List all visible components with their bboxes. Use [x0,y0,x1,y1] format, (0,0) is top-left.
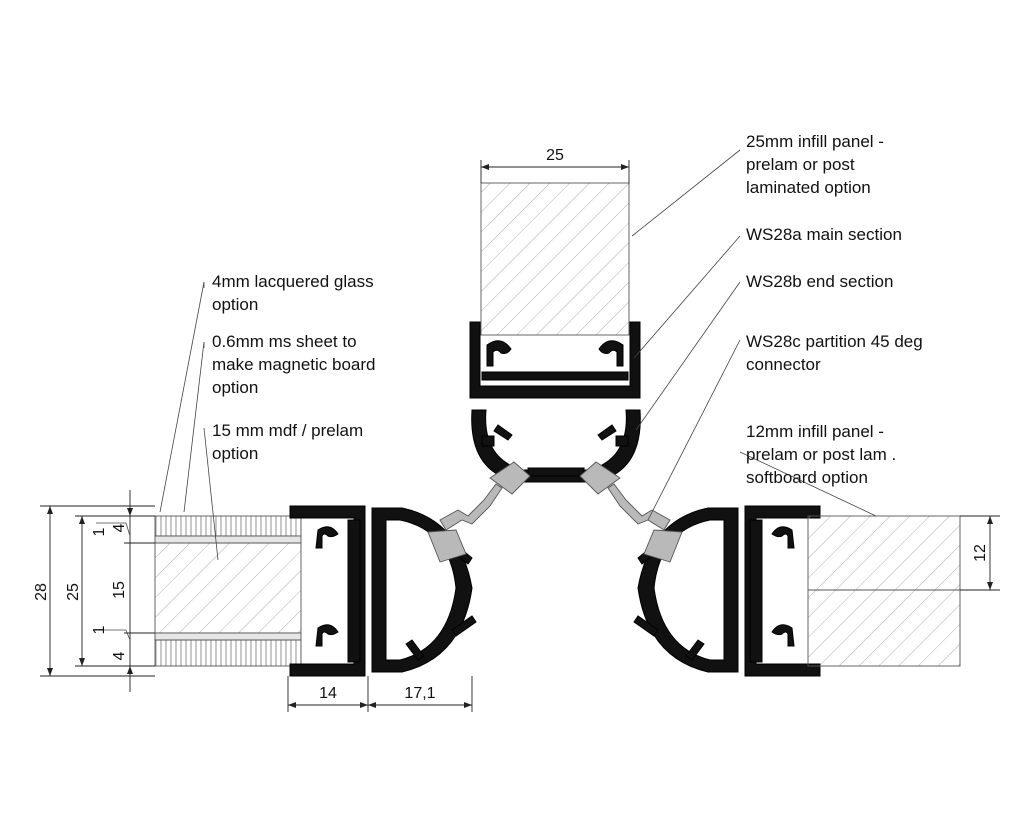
top-right-connector [579,461,671,531]
main-section-label: 17,1 [404,685,435,702]
top-width-dimension: 25 [480,147,630,183]
left-glass-bottom [154,632,302,667]
callout-glass: 4mm lacquered glass option [212,272,374,314]
callout-line-1: prelam or post [746,155,855,174]
right-infill-panel [807,515,961,667]
callout-line-0: 25mm infill panel - [746,132,884,151]
callout-ws28b: WS28b end section [746,272,893,291]
callout-ws28a: WS28a main section [746,225,902,244]
callout-ms-sheet: 0.6mm ms sheet to make magnetic board op… [212,332,375,397]
top-width-label: 25 [546,147,564,164]
callout-line-9: softboard option [746,468,868,487]
left-mdf-core [154,542,302,634]
callout-line-14: option [212,378,258,397]
left-panel-label: 25 [65,583,82,601]
right-panel-label: 12 [972,544,989,562]
callout-line-2: laminated option [746,178,871,197]
right-main-section [633,507,739,673]
end-section-label: 14 [319,685,337,702]
callout-line-7: 12mm infill panel - [746,422,884,441]
left-sheet-top-label: 1 [91,527,108,536]
leader-lines [159,149,877,561]
callout-mdf: 15 mm mdf / prelam option [212,421,363,463]
callout-line-15: 15 mm mdf / prelam [212,421,363,440]
callout-line-4: WS28b end section [746,272,893,291]
left-dimensions: 28 25 15 4 4 1 1 [33,490,155,692]
top-end-section [469,321,641,399]
top-infill-panel [480,182,630,336]
left-connector [427,529,467,563]
top-main-section [471,409,641,483]
callout-line-3: WS28a main section [746,225,902,244]
callout-line-16: option [212,444,258,463]
callout-line-12: 0.6mm ms sheet to [212,332,357,351]
right-end-section [744,505,821,677]
callout-line-5: WS28c partition 45 deg [746,332,923,351]
left-main-section [371,507,477,673]
left-overall-label: 28 [33,583,50,601]
callout-line-6: connector [746,355,821,374]
left-glass-bottom-label: 4 [111,651,128,660]
callout-line-8: prelam or post lam . [746,445,896,464]
left-core-label: 15 [111,581,128,599]
left-glass-top [154,515,302,544]
callout-line-13: make magnetic board [212,355,375,374]
callout-line-11: option [212,295,258,314]
callout-infill-12: 12mm infill panel - prelam or post lam .… [746,422,896,487]
callout-infill-25: 25mm infill panel - prelam or post lamin… [746,132,884,197]
right-connector [643,529,683,563]
left-sheet-bottom-label: 1 [91,625,108,634]
left-glass-top-label: 4 [111,523,128,532]
bottom-dimensions: 14 17,1 [287,676,473,712]
right-panel-dimension: 12 [960,515,1000,591]
callout-line-10: 4mm lacquered glass [212,272,374,291]
left-end-section [289,505,366,677]
top-left-connector [439,461,531,531]
callout-ws28c: WS28c partition 45 deg connector [746,332,923,374]
